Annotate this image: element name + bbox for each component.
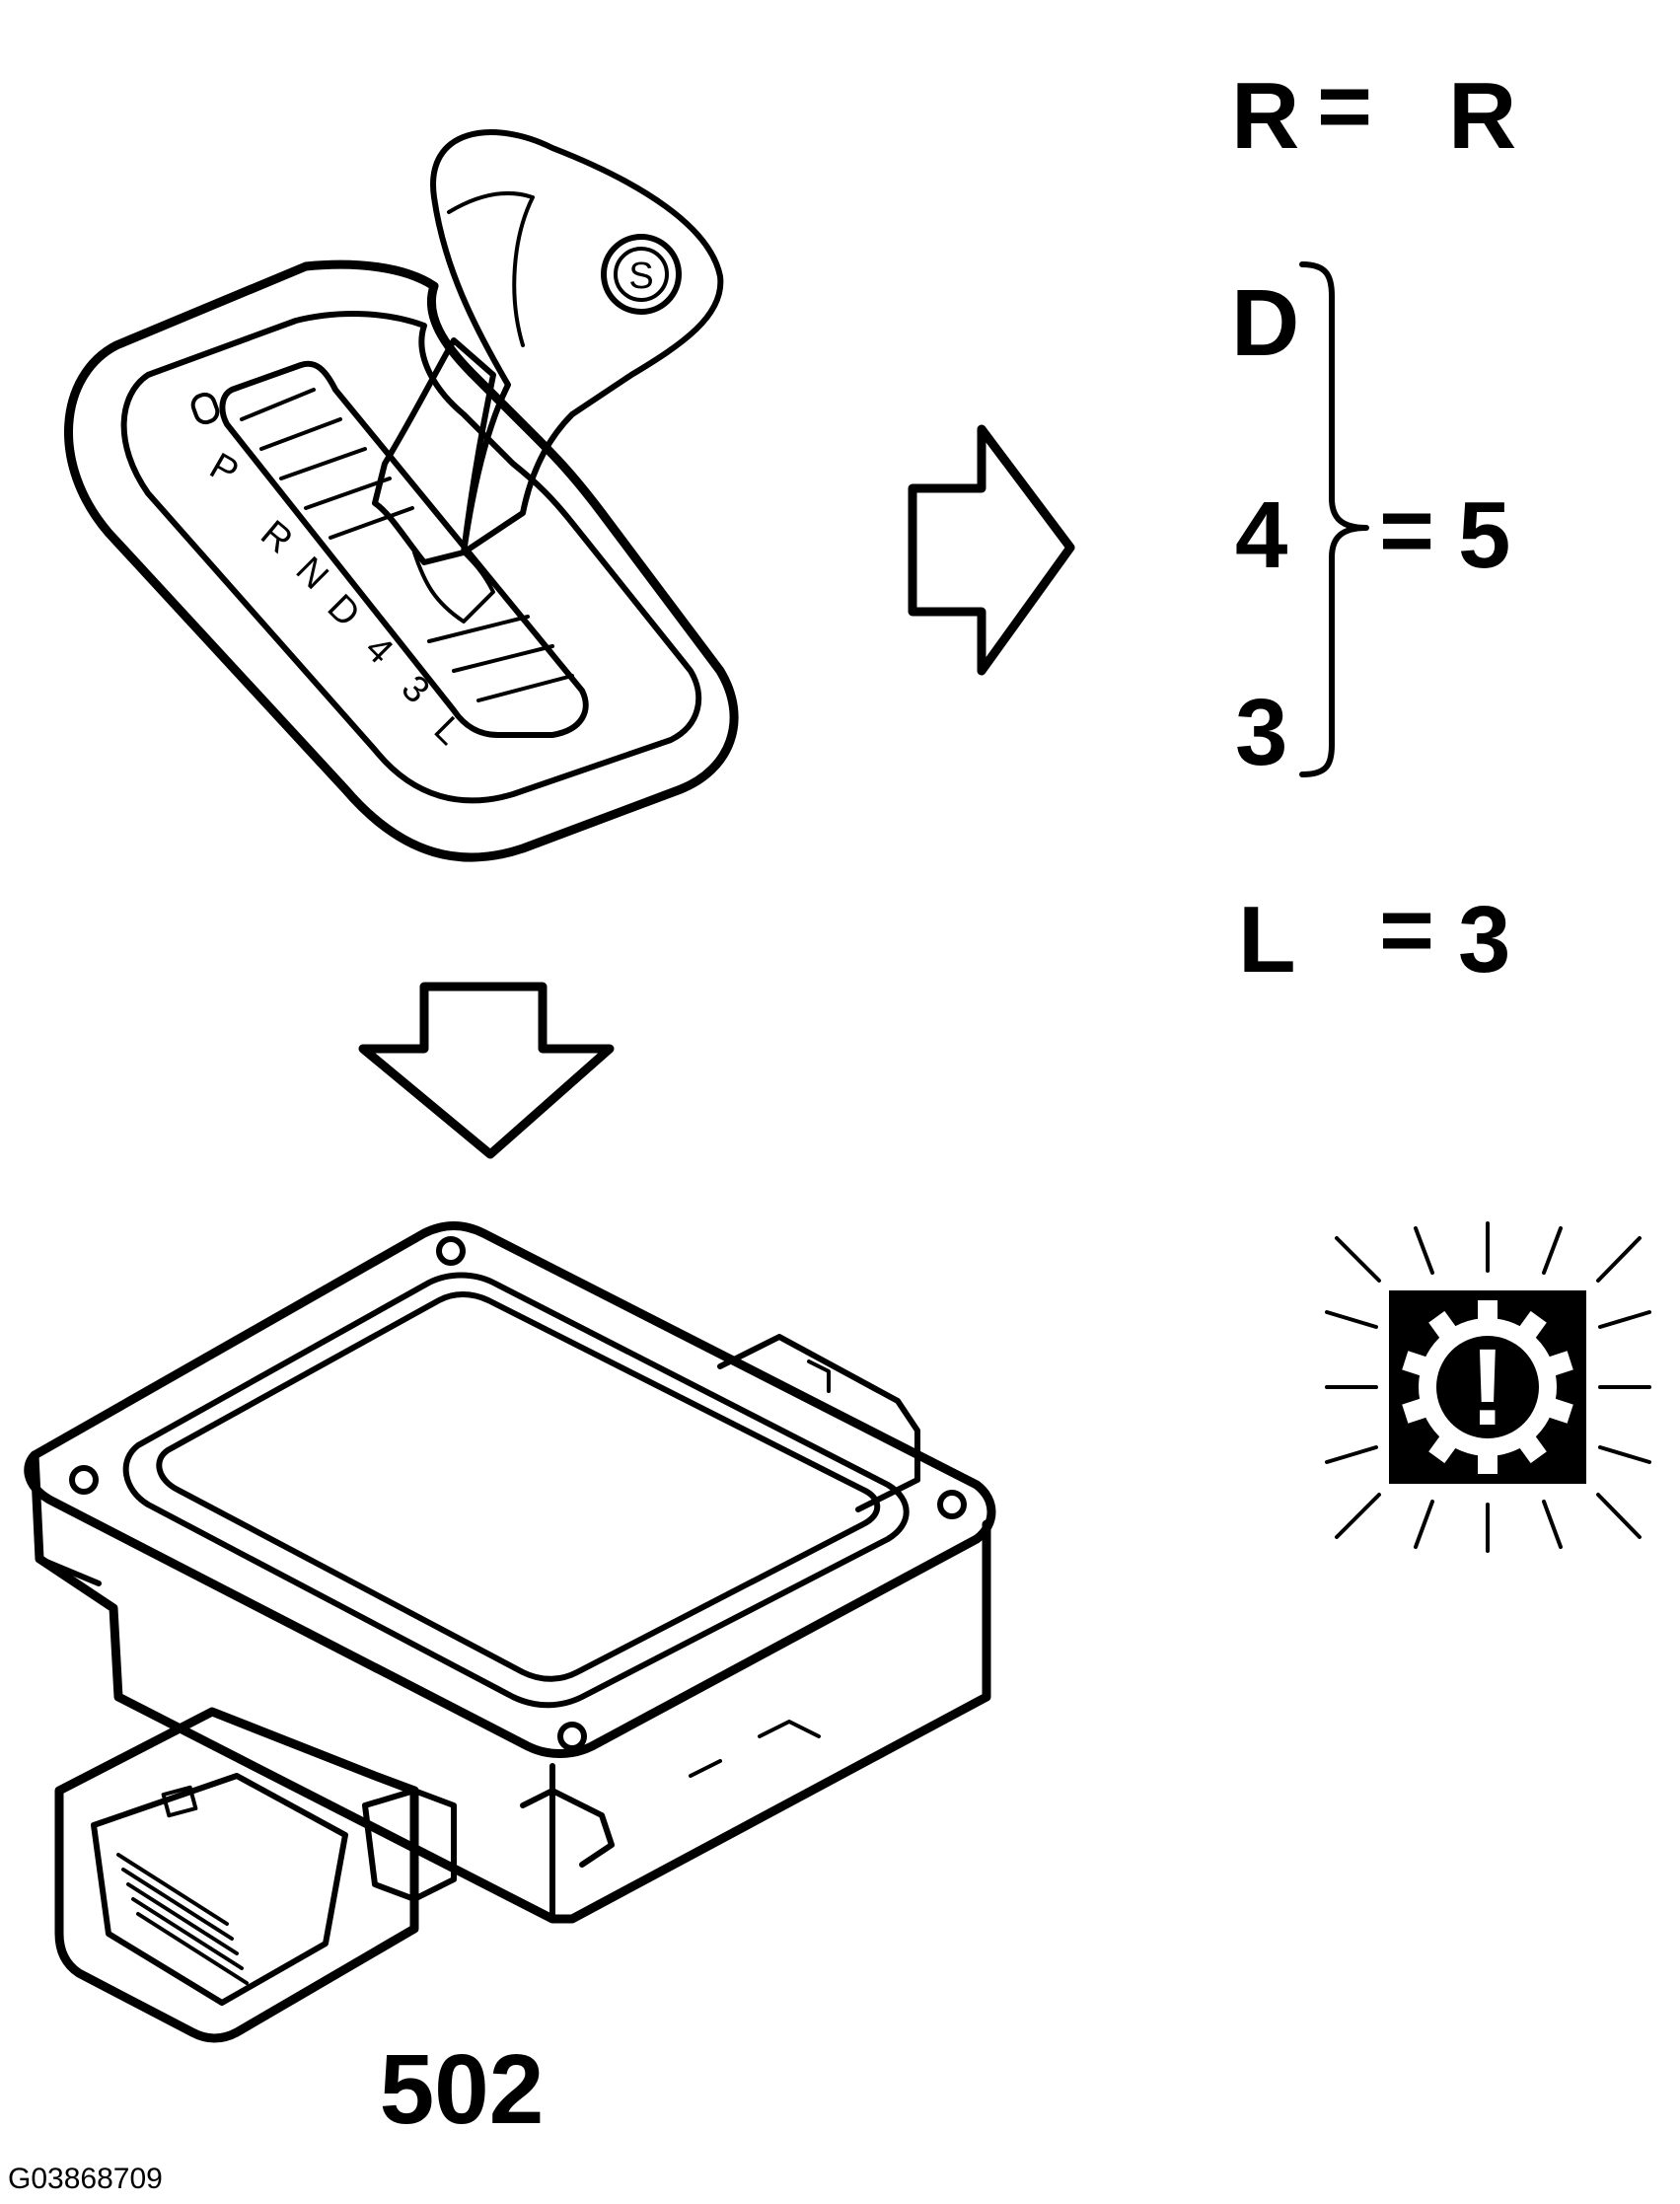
grouping-brace [1299,261,1369,777]
gate-label-3: 3 [394,668,438,712]
knob-s-button: S [601,234,682,315]
transmission-warning-icon: ! [1325,1221,1651,1553]
module-part-number: 502 [380,2034,545,2145]
control-module-illustration: 502 [24,1221,996,2145]
figure-reference-id: G03868709 [8,2163,163,2195]
map-d-position: D [1231,270,1299,376]
warning-exclamation: ! [1470,1327,1506,1448]
park-indicator-lamp [190,392,220,425]
map-l-gear: 3 [1458,887,1510,992]
gear-mapping-table: R = R D 4 3 = 5 L = 3 [1231,53,1516,992]
map-l-position: L [1238,887,1296,992]
right-arrow [908,424,1075,676]
map-r-position: R [1231,63,1299,169]
map-4-equals: = [1379,478,1434,583]
gear-shifter-illustration: S P R N D 4 3 L [64,129,739,862]
gate-label-p: P [203,445,246,493]
gate-slot-stripes [240,388,574,702]
map-3-position: 3 [1235,680,1287,785]
gate-label-r: R [253,513,300,562]
connector-pins [116,1853,249,1985]
map-4-position: 4 [1235,482,1287,588]
gate-label-l: L [426,709,471,754]
map-r-gear: R [1448,63,1516,169]
warning-rays [1325,1221,1651,1553]
down-arrow [358,982,615,1159]
map-r-equals: = [1317,53,1372,159]
map-4-gear: 5 [1458,482,1510,588]
map-l-equals: = [1379,877,1434,983]
knob-button-label: S [628,256,653,297]
